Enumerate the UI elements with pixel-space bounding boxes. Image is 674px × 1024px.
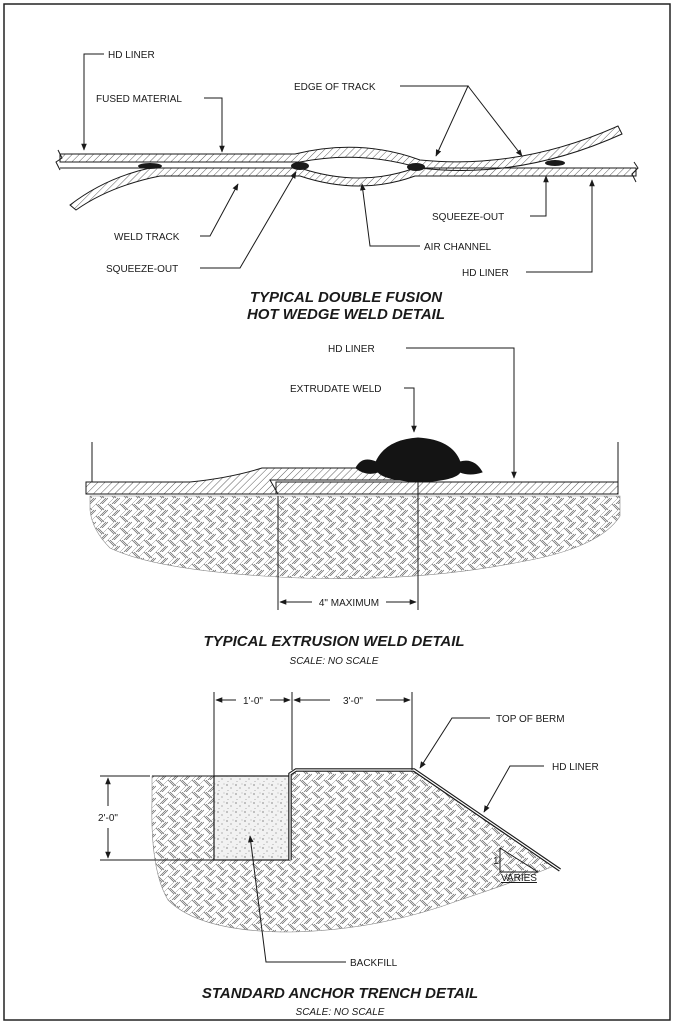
break-mark-left xyxy=(55,149,63,171)
anchor-liner-inner xyxy=(289,769,561,871)
leader-top-of-berm xyxy=(419,717,490,769)
leader-edge-of-track-a xyxy=(400,85,469,157)
slope-triangle-hyp xyxy=(499,847,539,873)
page-border xyxy=(3,3,671,1021)
label-weld-track: WELD TRACK xyxy=(114,232,180,243)
label-slope-run: VARIES xyxy=(501,873,537,884)
break-mark-right xyxy=(631,161,639,183)
subgrade-soil xyxy=(89,495,621,579)
label-hd-liner-bottom: HD LINER xyxy=(462,268,509,279)
leader-hd-liner-2 xyxy=(406,347,517,479)
leader-hd-liner-3 xyxy=(483,765,544,813)
leader-air-channel xyxy=(360,183,420,247)
leader-extrudate-weld xyxy=(404,387,417,433)
top-liner-sheet xyxy=(59,125,623,171)
label-width-runout: 3'-0" xyxy=(343,696,363,707)
bottom-liner-sheet-2 xyxy=(275,481,619,495)
fusion-weld-right-inner xyxy=(407,163,425,171)
fusion-weld-left-outer xyxy=(138,163,162,169)
label-hd-liner-2: HD LINER xyxy=(328,344,375,355)
label-width-trench: 1'-0" xyxy=(243,696,263,707)
label-squeeze-out-right: SQUEEZE-OUT xyxy=(432,212,504,223)
scale-anchor-trench: SCALE: NO SCALE xyxy=(296,1007,385,1018)
title-double-fusion-line2: HOT WEDGE WELD DETAIL xyxy=(247,306,445,323)
label-squeeze-out-left: SQUEEZE-OUT xyxy=(106,264,178,275)
fusion-weld-right-outer xyxy=(545,160,565,166)
label-air-channel: AIR CHANNEL xyxy=(424,242,492,253)
fusion-weld-left-inner xyxy=(291,162,309,170)
top-liner-sheet-2 xyxy=(85,467,411,495)
extrusion-weld-detail: 4" MAXIMUM HD LINER EXTRUDATE WELD TYPIC… xyxy=(85,344,621,667)
leader-hd-liner-top xyxy=(81,53,104,151)
label-extrudate-weld: EXTRUDATE WELD xyxy=(290,384,382,395)
slope-triangle xyxy=(499,848,538,873)
label-top-of-berm: TOP OF BERM xyxy=(496,714,565,725)
scale-extrusion-weld: SCALE: NO SCALE xyxy=(290,656,379,667)
leader-squeeze-out-left xyxy=(200,171,297,269)
trench-backfill xyxy=(213,775,291,861)
label-backfill: BACKFILL xyxy=(350,958,398,969)
leader-fused-material xyxy=(204,97,225,153)
leader-squeeze-out-right xyxy=(530,175,549,217)
leader-edge-of-track-b xyxy=(467,85,523,157)
anchor-trench-detail: 1'-0" 3'-0" 2'-0" 1 VARIES TOP OF BERM H… xyxy=(98,692,599,1018)
double-fusion-weld-detail: HD LINER FUSED MATERIAL EDGE OF TRACK WE… xyxy=(55,50,639,323)
leader-backfill xyxy=(248,835,346,963)
label-fused-material: FUSED MATERIAL xyxy=(96,94,182,105)
leader-hd-liner-bottom xyxy=(526,179,595,273)
title-anchor-trench: STANDARD ANCHOR TRENCH DETAIL xyxy=(202,985,478,1002)
label-hd-liner-3: HD LINER xyxy=(552,762,599,773)
title-double-fusion-line1: TYPICAL DOUBLE FUSION xyxy=(250,289,443,306)
label-slope-rise: 1 xyxy=(493,856,499,867)
label-dimension-4-max: 4" MAXIMUM xyxy=(319,598,379,609)
label-hd-liner-top: HD LINER xyxy=(108,50,155,61)
title-extrusion-weld: TYPICAL EXTRUSION WELD DETAIL xyxy=(203,633,464,650)
label-depth: 2'-0" xyxy=(98,813,118,824)
bottom-liner-sheet xyxy=(60,167,637,211)
label-edge-of-track: EDGE OF TRACK xyxy=(294,82,376,93)
extrudate-weld-bead xyxy=(355,437,483,483)
leader-weld-track xyxy=(200,183,239,237)
